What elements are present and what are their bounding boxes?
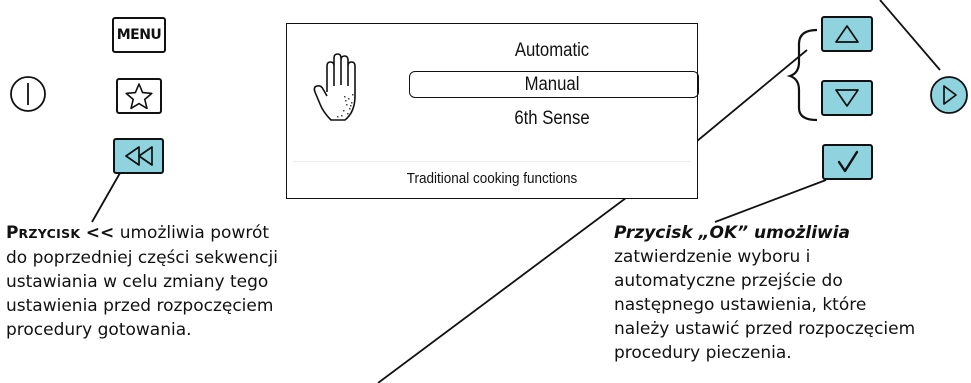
ok-caption-line: zatwierdzenie wyboru i xyxy=(614,247,811,267)
ok-button-caption: Przycisk „OK” umożliwia zatwierdzenie wy… xyxy=(614,221,915,365)
display-footer: Traditional cooking functions xyxy=(406,170,578,187)
display-panel: Automatic Manual 6th Sense Traditional c… xyxy=(286,23,699,199)
down-button[interactable] xyxy=(821,80,873,116)
favorite-button[interactable] xyxy=(116,78,162,114)
power-icon[interactable] xyxy=(8,74,48,114)
back-caption-line1-rest: umożliwia powrót xyxy=(119,223,270,243)
back-caption-line: ustawienia przed rozpoczęciem xyxy=(6,296,274,316)
display-separator xyxy=(293,161,691,162)
back-button[interactable] xyxy=(113,138,164,174)
curly-brace xyxy=(786,28,818,122)
ok-caption-line: automatyczne przejście do xyxy=(614,271,843,291)
ok-button[interactable] xyxy=(822,144,873,180)
leader-line-bottom xyxy=(377,179,651,383)
up-button[interactable] xyxy=(821,16,873,52)
back-caption-title-line: PRZYCISK << umożliwia powrót xyxy=(6,221,278,246)
ok-caption-line: następnego ustawienia, które xyxy=(614,295,867,315)
leader-line-back xyxy=(91,172,121,223)
ok-caption-title: Przycisk „OK” umożliwia xyxy=(614,223,851,243)
leader-line-ok xyxy=(714,179,827,223)
back-button-caption: PRZYCISK << umożliwia powrót do poprzedn… xyxy=(6,221,278,342)
ok-caption-line: należy ustawić przed rozpoczęciem xyxy=(614,319,916,339)
rewind-icon xyxy=(124,146,153,166)
checkmark-icon xyxy=(837,150,858,173)
option-selection-box xyxy=(409,71,699,98)
back-caption-line: procedury gotowania. xyxy=(6,320,192,340)
option-automatic[interactable]: Automatic xyxy=(514,40,590,61)
star-icon xyxy=(125,83,153,110)
back-caption-line: do poprzedniej części sekwencji xyxy=(6,248,278,268)
triangle-up-icon xyxy=(835,25,859,43)
leader-line-next xyxy=(879,0,941,71)
option-6th-sense[interactable]: 6th Sense xyxy=(514,108,590,129)
menu-button[interactable]: MENU xyxy=(112,17,166,53)
menu-label: MENU xyxy=(116,27,162,43)
back-caption-title-rest: RZYCISK xyxy=(18,226,81,241)
triangle-down-icon xyxy=(835,89,859,107)
ok-caption-line: procedury pieczenia. xyxy=(614,343,792,363)
hand-icon xyxy=(313,53,356,121)
triangle-right-icon xyxy=(943,85,957,105)
next-button[interactable] xyxy=(927,74,971,116)
back-caption-line: ustawiania w celu zmiany tego xyxy=(6,272,269,292)
back-caption-title-first: P xyxy=(6,223,19,243)
back-caption-symbol: << xyxy=(85,223,115,243)
option-manual[interactable]: Manual xyxy=(524,74,580,95)
